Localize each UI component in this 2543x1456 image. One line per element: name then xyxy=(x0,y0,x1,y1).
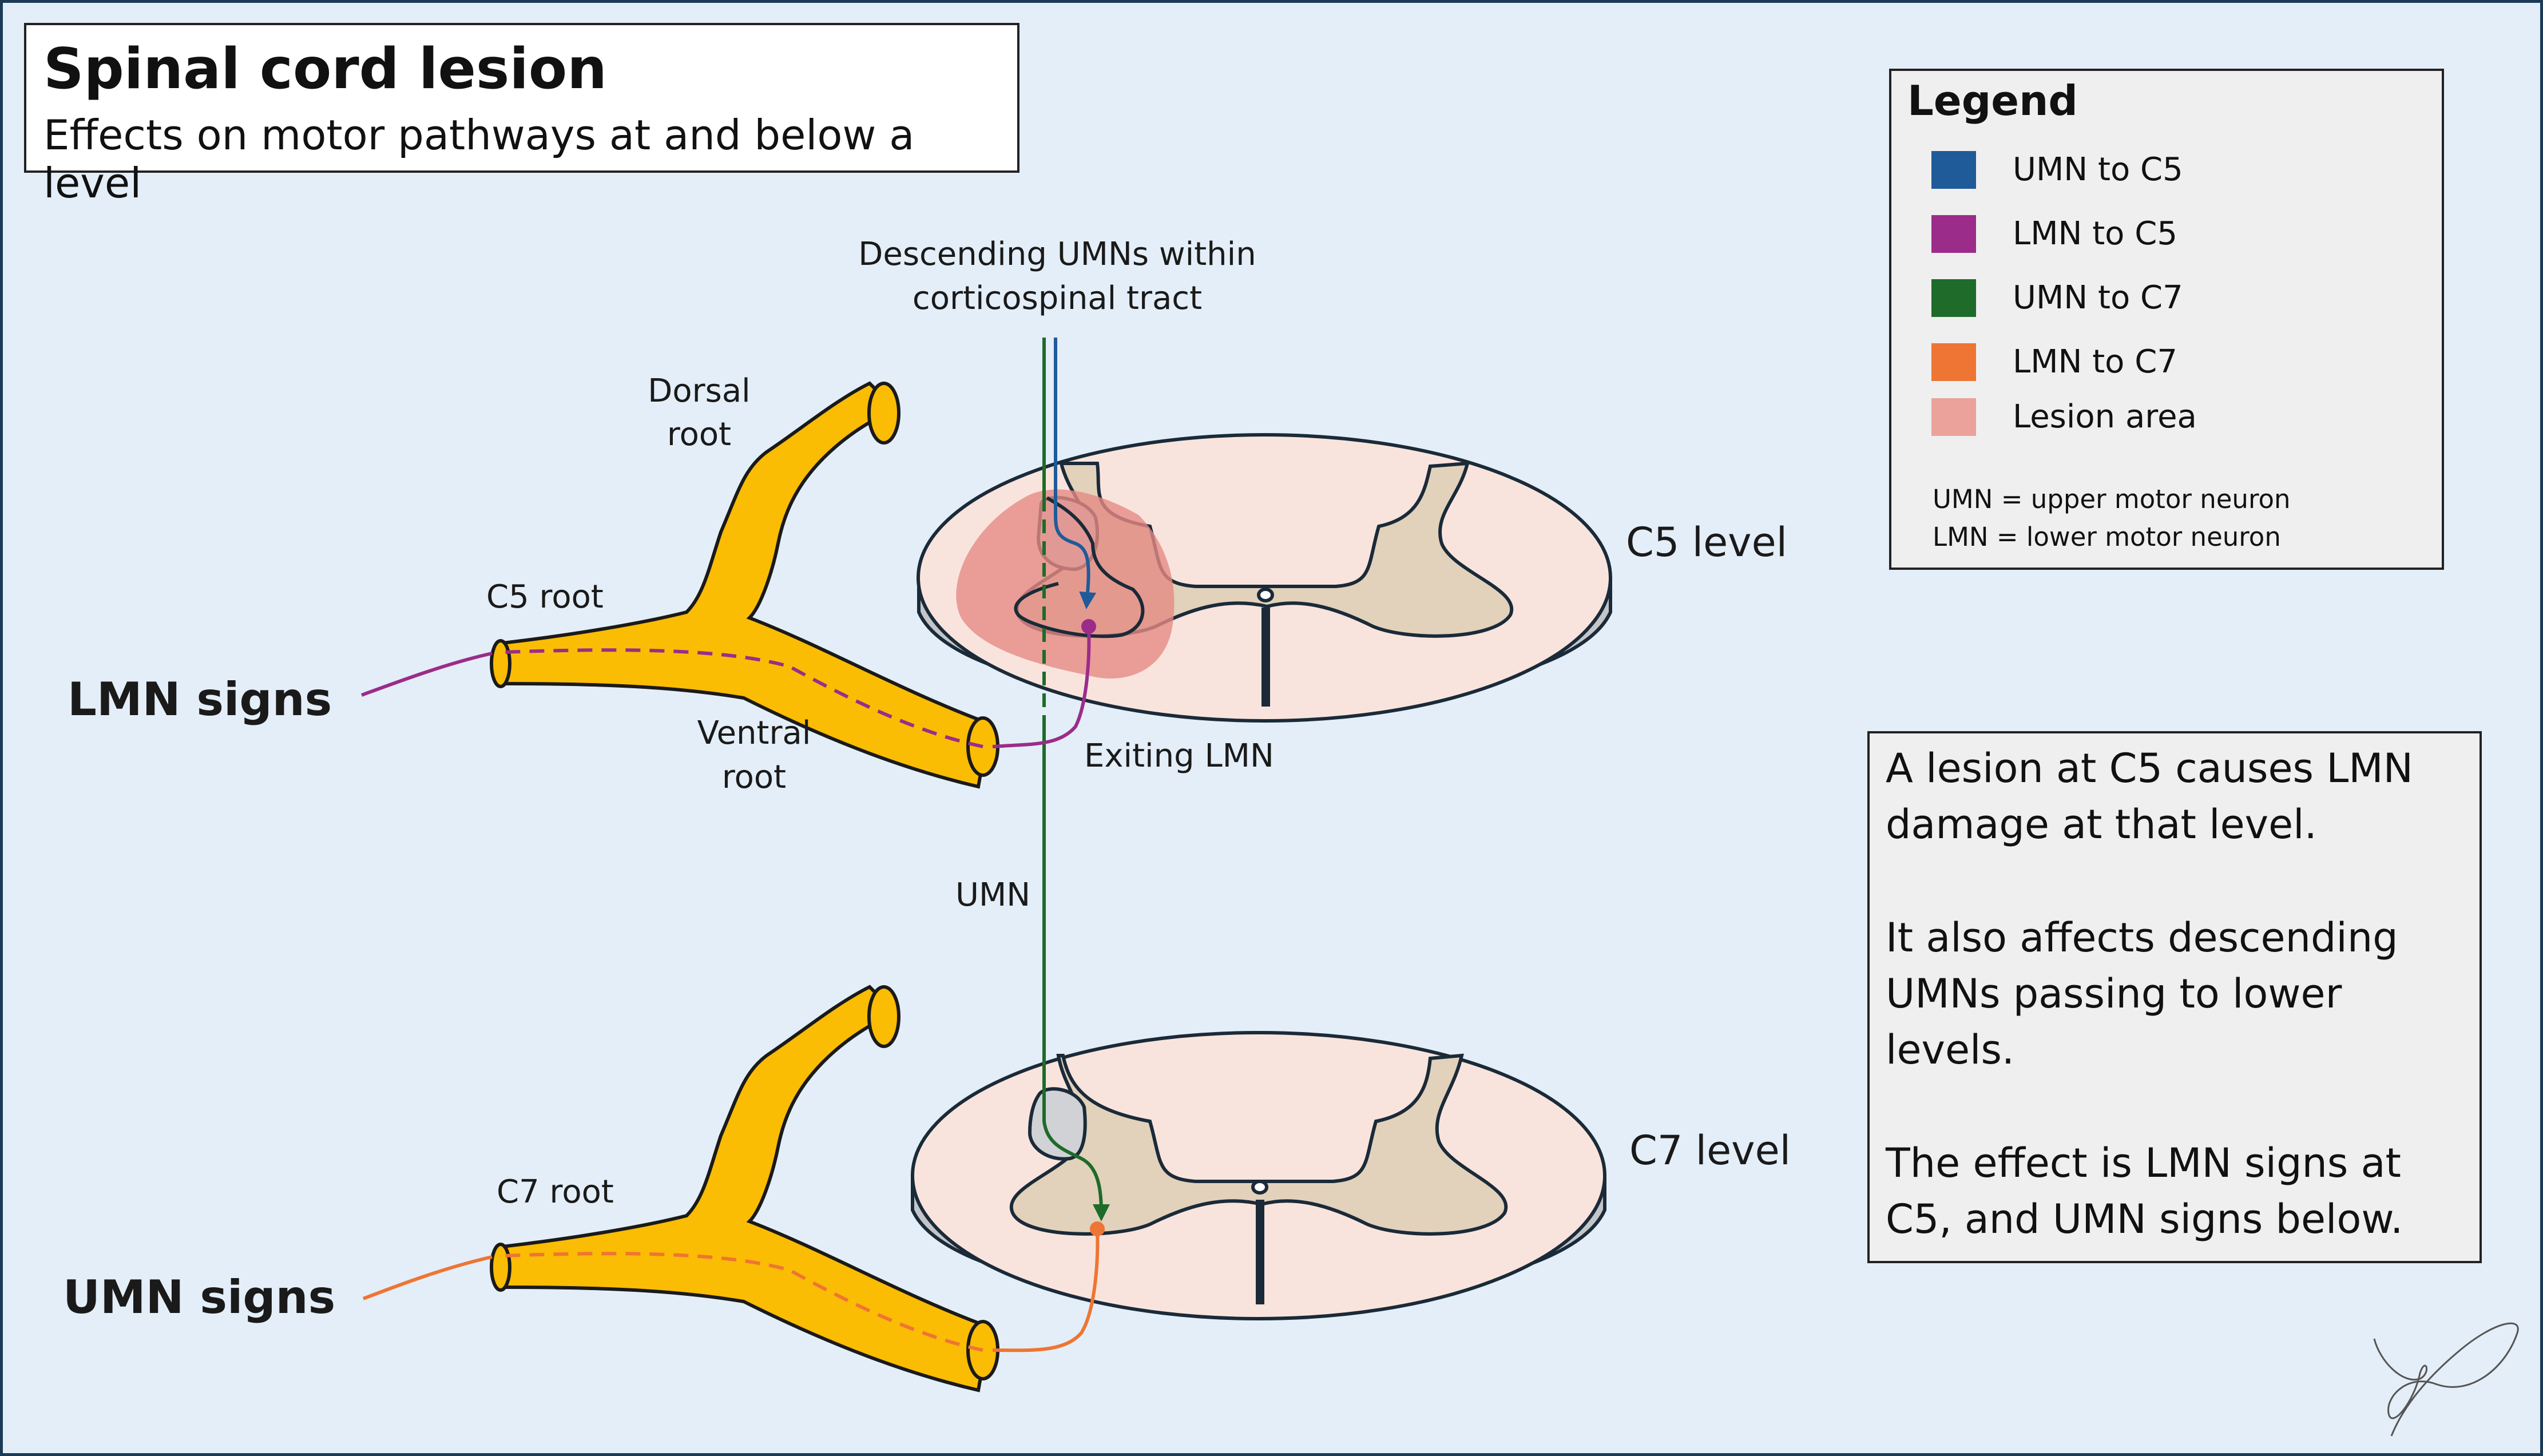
lmn-c7-peripheral xyxy=(362,1255,493,1300)
c5-nerve-root xyxy=(490,381,999,789)
lmn-c7-pathway xyxy=(992,1228,1100,1352)
c7-root-label: C7 root xyxy=(497,1173,614,1211)
c7-grey-matter xyxy=(1009,1053,1508,1236)
lmn-c5-dashed xyxy=(503,648,983,748)
legend-label: UMN to C7 xyxy=(2013,279,2183,316)
umn-label: UMN xyxy=(955,876,1030,914)
legend-abbr-lmn: LMN = lower motor neuron xyxy=(1933,522,2281,552)
legend-label: LMN to C5 xyxy=(2013,215,2177,252)
lmn-c5-pathway xyxy=(992,626,1091,748)
title-box: Spinal cord lesion Effects on motor path… xyxy=(24,23,1019,207)
legend-swatch xyxy=(1931,398,1976,436)
explanation-paragraph-1: A lesion at C5 causes LMN damage at that… xyxy=(1886,745,2414,848)
c7-level-label: C7 level xyxy=(1629,1127,1791,1174)
page-subtitle: Effects on motor pathways at and below a… xyxy=(43,111,915,207)
lmn-c5-peripheral xyxy=(360,652,493,697)
c5-level-label: C5 level xyxy=(1626,519,1787,566)
legend-title: Legend xyxy=(1907,77,2078,125)
umn-c7-pathway-lower xyxy=(1042,718,1110,1221)
c5-cord-section xyxy=(917,433,1612,723)
legend-swatch xyxy=(1931,151,1976,189)
legend-item-umn-c7: UMN to C7 xyxy=(1931,279,2423,319)
descending-umns-label-1: Descending UMNs within xyxy=(858,236,1256,273)
legend-swatch xyxy=(1931,215,1976,253)
page-title: Spinal cord lesion xyxy=(43,37,608,102)
umn-signs-label: UMN signs xyxy=(63,1271,335,1324)
legend-item-lmn-c7: LMN to C7 xyxy=(1931,343,2423,383)
signature-mark xyxy=(2373,1322,2519,1437)
legend-label: UMN to C5 xyxy=(2013,151,2183,188)
explanation-paragraph-2: It also affects descending UMNs passing … xyxy=(1886,914,2398,1073)
legend-item-umn-c5: UMN to C5 xyxy=(1931,151,2423,191)
explanation-paragraph-3: The effect is LMN signs at C5, and UMN s… xyxy=(1886,1140,2403,1243)
legend-swatch xyxy=(1931,343,1976,381)
explanation-box: A lesion at C5 causes LMN damage at that… xyxy=(1867,731,2482,1263)
ventral-root-label-2: root xyxy=(722,759,786,796)
legend-label: Lesion area xyxy=(2013,398,2197,435)
legend-box: Legend UMN to C5 LMN to C5 UMN to C7 LMN… xyxy=(1889,69,2444,570)
c7-cord-section xyxy=(911,1031,1606,1320)
dorsal-root-label-2: root xyxy=(667,416,731,453)
legend-label: LMN to C7 xyxy=(2013,343,2177,380)
descending-umns-label-2: corticospinal tract xyxy=(913,280,1202,317)
legend-abbr-umn: UMN = upper motor neuron xyxy=(1933,484,2291,514)
legend-swatch xyxy=(1931,279,1976,317)
c5-root-label: C5 root xyxy=(486,578,604,616)
legend-item-lesion-area: Lesion area xyxy=(1931,398,2423,438)
legend-item-lmn-c5: LMN to C5 xyxy=(1931,215,2423,255)
umn-c5-pathway xyxy=(1054,338,1097,609)
dorsal-root-label-1: Dorsal xyxy=(648,372,750,410)
ventral-root-label-1: Ventral xyxy=(697,715,811,752)
c7-nerve-root xyxy=(490,985,999,1392)
exiting-lmn-label: Exiting LMN xyxy=(1084,737,1274,775)
lmn-c7-dashed xyxy=(503,1252,983,1352)
lmn-signs-label: LMN signs xyxy=(68,673,332,726)
lesion-area xyxy=(956,489,1175,679)
